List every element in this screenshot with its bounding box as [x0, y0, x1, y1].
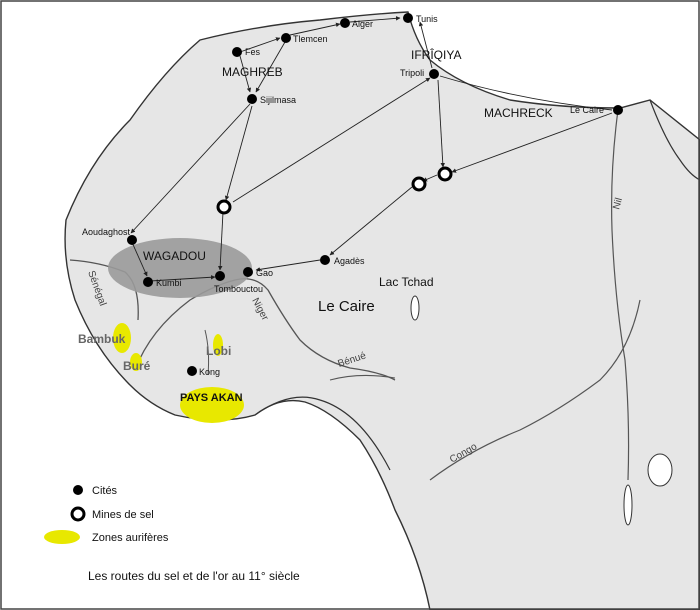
region-label-wagadou: WAGADOU	[143, 249, 206, 263]
niger-river	[134, 278, 396, 381]
city-label-tombouctou: Tombouctou	[214, 284, 263, 294]
city-label-tripoli: Tripoli	[400, 68, 424, 78]
city-label-gao: Gao	[256, 268, 273, 278]
gold-label-bambuk: Bambuk	[78, 332, 126, 346]
map-title: Les routes du sel et de l'or au 11° sièc…	[88, 569, 300, 583]
city-markers	[127, 13, 623, 376]
city-label-aoudaghost: Aoudaghost	[82, 227, 131, 237]
legend-mines: Mines de sel	[92, 509, 154, 521]
region-label-pays-akan: PAYS AKAN	[180, 392, 243, 404]
city-marker-tunis	[403, 13, 413, 23]
coastal-route	[439, 75, 613, 111]
gold-zone-bure	[130, 353, 142, 371]
city-marker-tripoli	[429, 69, 439, 79]
city-label-sijilmasa: Sijilmasa	[260, 95, 296, 105]
city-marker-agades	[320, 255, 330, 265]
nil-river	[611, 109, 630, 481]
salt-mine-marker	[216, 199, 232, 215]
region-label-ifriqiya: IFRÎQIYA	[411, 47, 461, 62]
salt-mine-marker	[411, 176, 427, 192]
guinea-coast	[254, 396, 391, 471]
region-label-maghreb: MAGHREB	[222, 65, 283, 79]
region-label-machreck: MACHRECK	[484, 106, 553, 120]
congo-river	[429, 299, 641, 481]
legend-salt-marker	[70, 506, 86, 522]
city-marker-kumbi	[143, 277, 153, 287]
city-label-le-caire: Le Caire	[570, 105, 604, 115]
city-marker-tombouctou	[215, 271, 225, 281]
lake-victoria	[647, 453, 673, 487]
salt-mine-marker	[437, 166, 453, 182]
city-marker-gao	[243, 267, 253, 277]
africa-landmass	[64, 11, 700, 610]
city-marker-alger	[340, 18, 350, 28]
city-label-tunis: Tunis	[416, 14, 438, 24]
city-marker-aoudaghost	[127, 235, 137, 245]
legend-cites: Cités	[92, 485, 118, 497]
city-label-alger: Alger	[352, 19, 373, 29]
gold-label-bure: Buré	[123, 359, 151, 373]
lake-label-tchad: Lac Tchad	[379, 275, 434, 289]
benue-river	[329, 374, 396, 381]
city-label-tlemcen: Tlemcen	[293, 34, 328, 44]
city-marker-kong	[187, 366, 197, 376]
city-marker-sijilmasa	[247, 94, 257, 104]
legend: Cités Mines de sel Zones aurifères	[44, 485, 169, 544]
gold-zone-akan	[180, 387, 244, 423]
city-marker-le-caire	[613, 105, 623, 115]
gold-label-lobi: Lobi	[206, 344, 231, 358]
gold-zone-lobi	[213, 334, 223, 356]
city-marker-tlemcen	[281, 33, 291, 43]
lake-tanganyika	[623, 484, 633, 526]
legend-city-marker	[73, 485, 83, 495]
river-label-nil: Nil	[611, 197, 625, 211]
city-label-kong: Kong	[199, 367, 220, 377]
legend-zones: Zones aurifères	[92, 532, 169, 544]
lake-tchad-shape	[410, 295, 420, 321]
legend-gold-marker	[44, 530, 80, 544]
trade-routes	[130, 16, 613, 282]
red-sea-coast	[649, 99, 700, 181]
gold-zone-bambuk	[113, 323, 131, 353]
region-label-le-caire: Le Caire	[318, 298, 375, 315]
city-label-kumbi: Kumbi	[156, 278, 182, 288]
city-label-agades: Agadès	[334, 256, 365, 266]
volta-river	[204, 329, 210, 376]
city-marker-fes	[232, 47, 242, 57]
city-label-fes: Fes	[245, 47, 261, 57]
